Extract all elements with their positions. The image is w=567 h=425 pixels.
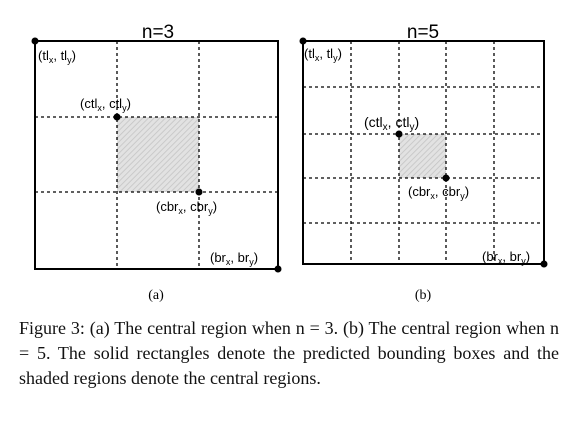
panel-a-ctl-point	[113, 113, 121, 121]
panel-b-ctl-point	[395, 130, 403, 138]
panel-a-top-left-label: (tlx, tly)	[38, 48, 76, 65]
panel-a-sublabel: (a)	[148, 288, 164, 303]
panel-b-sublabel: (b)	[415, 288, 432, 303]
panel-a-bounding-box	[34, 40, 279, 270]
panel-b-bottom-right-label: (brx, bry)	[482, 249, 530, 266]
panel-b-bottom-right-point	[540, 260, 548, 268]
panel-b: n=5 (tlx, tly) (ctlx, ctly) (cbrx, cbry)…	[299, 22, 548, 303]
panel-a-title: n=3	[142, 22, 174, 43]
panel-a-bottom-right-point	[274, 265, 282, 273]
panel-b-central-region	[399, 134, 446, 178]
panel-b-cbr-point	[442, 174, 450, 182]
panel-a-top-left-point	[31, 37, 39, 45]
panel-a-cbr-point	[195, 188, 203, 196]
panel-a-ctl-label: (ctlx, ctly)	[80, 96, 131, 113]
panel-a-bottom-right-label: (brx, bry)	[210, 250, 258, 267]
panel-b-top-left-point	[299, 37, 307, 45]
panel-a-cbr-label: (cbrx, cbry)	[156, 199, 217, 216]
panel-b-title: n=5	[407, 22, 439, 43]
panel-a: n=3 (tlx, tly) (ctlx, ctly) (cbrx, cbry)…	[31, 22, 282, 303]
panel-b-ctl-label: (ctlx, ctly)	[364, 114, 419, 133]
panel-b-bounding-box	[302, 40, 545, 265]
panel-b-top-left-label: (tlx, tly)	[304, 46, 342, 63]
panel-a-central-region	[117, 117, 199, 192]
panel-b-cbr-label: (cbrx, cbry)	[408, 184, 469, 201]
figure-caption: Figure 3: (a) The central region when n …	[19, 318, 559, 388]
